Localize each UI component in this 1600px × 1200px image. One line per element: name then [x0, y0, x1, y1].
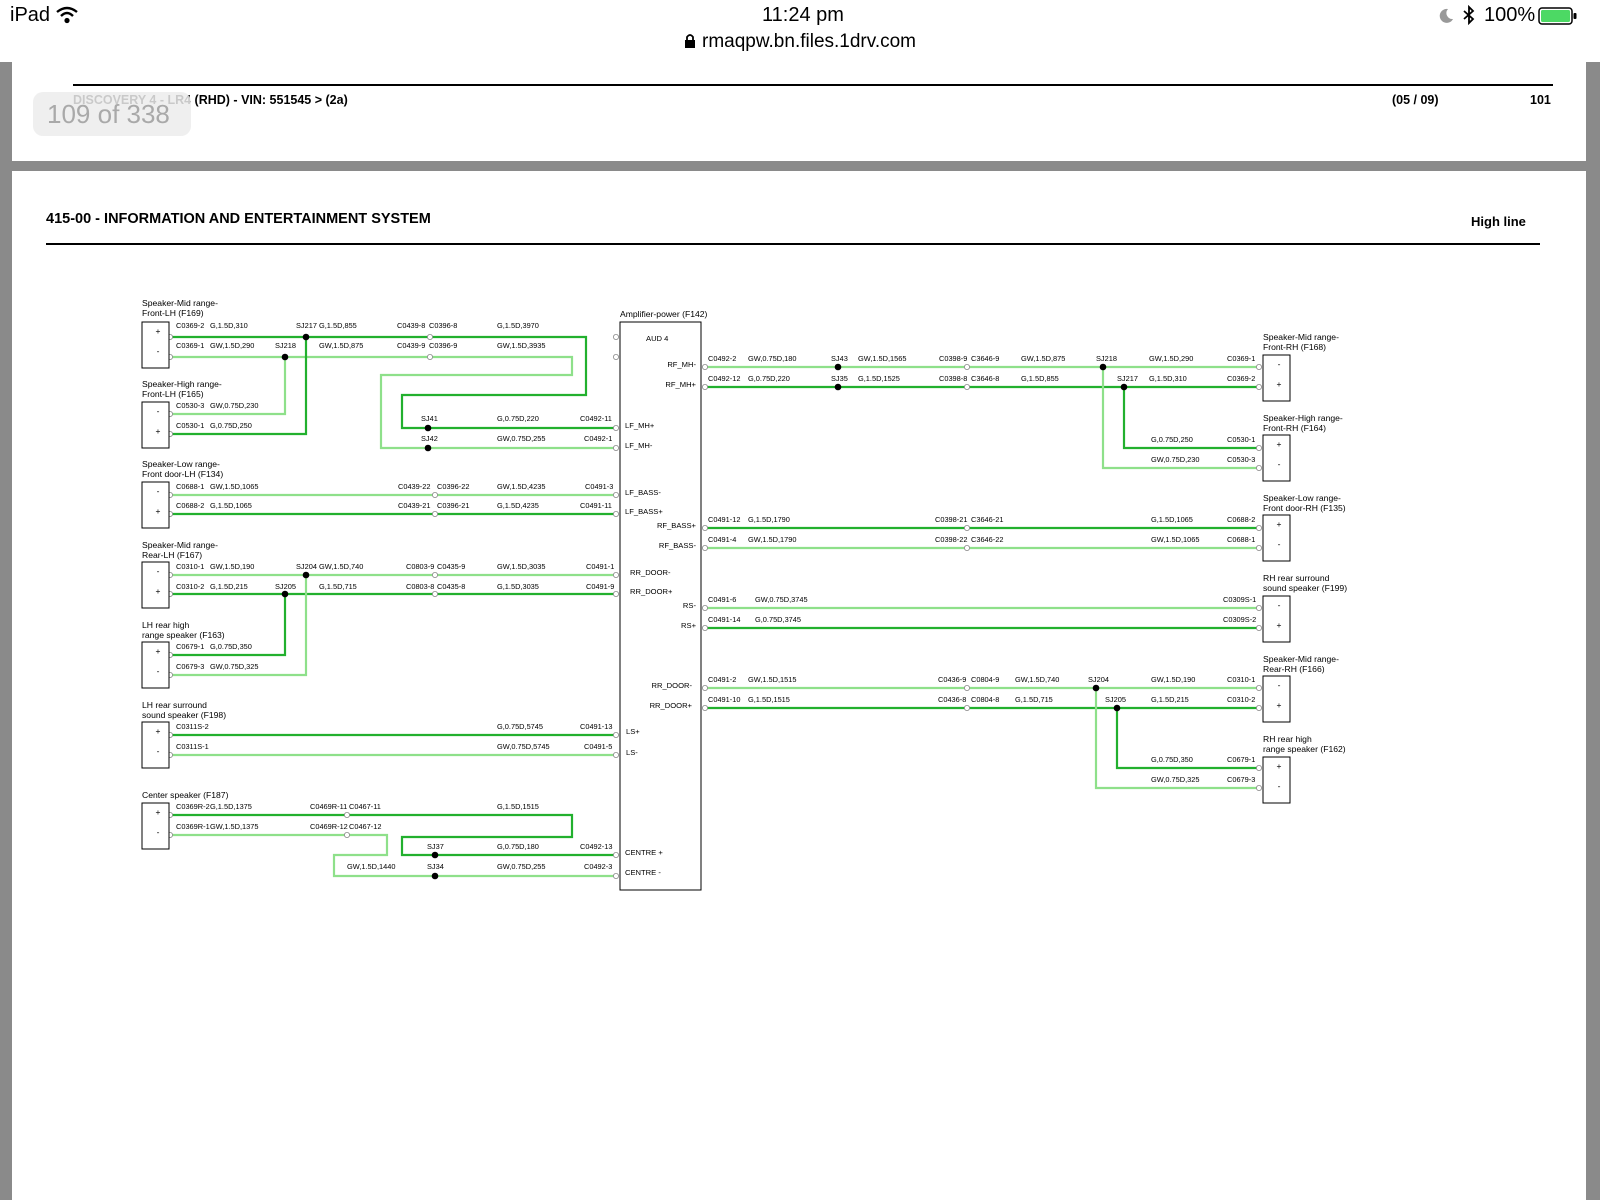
- header-mid: (05 / 09): [1392, 93, 1439, 107]
- device-name: iPad: [10, 4, 51, 26]
- pdf-viewer[interactable]: DISCOVERY 4 - LR4 (RHD) - VIN: 551545 > …: [0, 62, 1600, 1200]
- page-main: 415-00 - INFORMATION AND ENTERTAINMENT S…: [12, 171, 1586, 1200]
- wifi-icon: [56, 6, 78, 24]
- lock-icon: [685, 34, 695, 48]
- url-bar[interactable]: rmaqpw.bn.files.1drv.com: [702, 31, 917, 52]
- page-top: DISCOVERY 4 - LR4 (RHD) - VIN: 551545 > …: [12, 62, 1586, 161]
- status-bar: iPad 11:24 pm rmaqpw.bn.files.1drv.com 1…: [0, 0, 1600, 62]
- page-subtitle: High line: [1471, 214, 1526, 229]
- title-rule: [46, 243, 1540, 245]
- moon-icon: [1439, 8, 1453, 23]
- header-page-number: 101: [1530, 93, 1551, 107]
- battery-icon: [1538, 7, 1577, 25]
- header-rule: [73, 84, 1553, 86]
- clock: 11:24 pm: [762, 4, 844, 26]
- bluetooth-icon: [1463, 5, 1475, 25]
- page-counter: 109 of 338: [33, 92, 191, 136]
- page-title: 415-00 - INFORMATION AND ENTERTAINMENT S…: [46, 211, 431, 227]
- battery-percent: 100%: [1484, 4, 1536, 26]
